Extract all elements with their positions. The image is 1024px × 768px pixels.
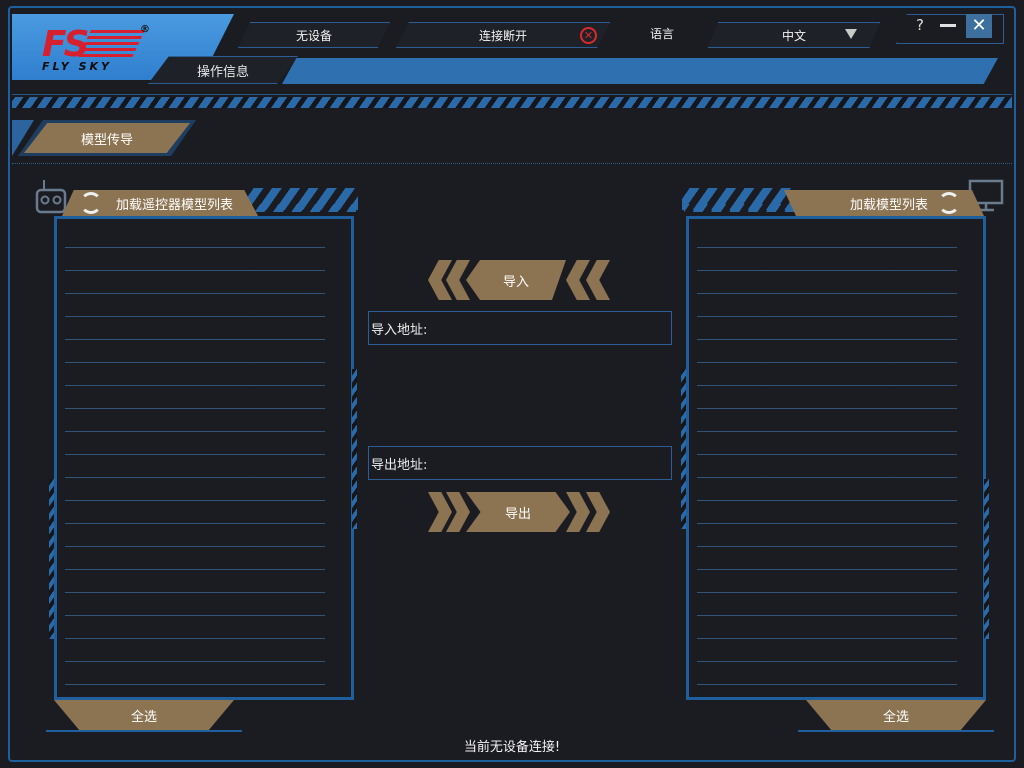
export-address-field[interactable]: 导出地址: (368, 446, 672, 480)
refresh-left-icon[interactable] (80, 192, 102, 214)
window-frame (8, 6, 1016, 762)
tab-model-transfer-label: 模型传导 (80, 132, 133, 148)
minimize-button[interactable] (940, 24, 956, 27)
list-rows (697, 225, 957, 691)
refresh-right-icon[interactable] (938, 192, 960, 214)
tab-operation-info[interactable]: 操作信息 (148, 56, 298, 84)
logo-brand-text: FLY SKY (42, 60, 113, 73)
panel-left-stripe-2 (246, 204, 356, 212)
load-remote-models-label: 加载遥控器模型列表 (116, 197, 234, 213)
select-all-left-button[interactable]: 全选 (54, 700, 234, 730)
language-select-value: 中文 (781, 28, 806, 43)
import-button-label: 导入 (502, 274, 529, 290)
export-button-label: 导出 (504, 506, 531, 522)
select-all-right-button[interactable]: 全选 (806, 700, 986, 730)
export-address-label: 导出地址: (371, 457, 428, 473)
dropdown-arrow-icon (845, 29, 857, 39)
panel-right-stripe-2 (684, 204, 794, 212)
disconnected-icon: ✕ (580, 27, 597, 44)
language-select[interactable]: 中文 (708, 22, 880, 48)
logo-stripes (77, 30, 145, 60)
local-model-list[interactable] (681, 216, 989, 700)
divider (12, 94, 1012, 95)
list-rows (65, 225, 325, 691)
remote-controller-icon (35, 180, 67, 214)
select-all-right-label: 全选 (882, 709, 909, 725)
connection-status-text: 连接断开 (478, 28, 527, 43)
tab-model-transfer[interactable]: 模型传导 (24, 123, 190, 153)
language-label-text: 语言 (649, 26, 674, 41)
operation-info-bar (282, 58, 998, 84)
device-status: 无设备 (238, 22, 390, 48)
select-all-left-frame (46, 700, 242, 732)
close-button[interactable]: ✕ (966, 14, 992, 38)
device-status-text: 无设备 (295, 28, 332, 43)
remote-model-list[interactable] (49, 216, 357, 700)
panel-edge-decor (352, 369, 357, 529)
import-button[interactable]: 导入 (466, 260, 566, 300)
language-label: 语言 (606, 20, 718, 46)
load-models-label: 加载模型列表 (849, 197, 928, 213)
help-button[interactable]: ? (916, 16, 924, 34)
tab-operation-info-label: 操作信息 (196, 64, 249, 80)
export-button[interactable]: 导出 (466, 492, 570, 532)
registered-mark: ® (140, 24, 150, 35)
panel-edge-decor (984, 479, 989, 639)
dotted-divider (12, 163, 1012, 164)
panel-edge-decor (681, 369, 686, 529)
connection-status: 连接断开 ✕ (396, 22, 610, 48)
import-address-label: 导入地址: (371, 322, 428, 338)
hazard-stripe (12, 97, 1012, 108)
select-all-left-label: 全选 (130, 709, 157, 725)
panel-edge-decor (49, 479, 54, 639)
status-message: 当前无设备连接! (463, 740, 561, 755)
import-address-field[interactable]: 导入地址: (368, 311, 672, 345)
select-all-right-frame (798, 700, 994, 732)
